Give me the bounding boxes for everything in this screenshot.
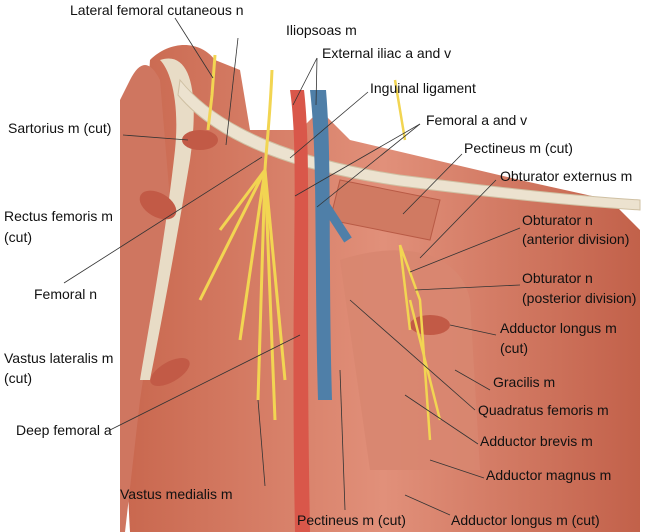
pectineus-cut <box>329 179 441 241</box>
label-sartorius: Sartorius m (cut) <box>8 120 112 136</box>
femoral-artery <box>290 90 310 532</box>
label-pectineus-top: Pectineus m (cut) <box>464 140 573 156</box>
label-obturator-anterior: Obturator n <box>522 212 593 228</box>
label-obturator-posterior-division: (posterior division) <box>522 290 637 306</box>
sartorius-cut <box>182 130 218 150</box>
label-external-iliac: External iliac a and v <box>322 45 452 61</box>
rectus-femoris-cut <box>139 190 177 220</box>
label-inguinal-ligament: Inguinal ligament <box>370 80 476 96</box>
label-rectus-femoris: Rectus femoris m <box>4 208 113 224</box>
label-adductor-longus-bottom: Adductor longus m (cut) <box>451 512 600 528</box>
label-adductor-magnus: Adductor magnus m <box>486 467 612 483</box>
label-gracilis: Gracilis m <box>493 374 556 390</box>
label-vastus-lateralis: Vastus lateralis m <box>4 350 114 366</box>
adductor-longus-cut <box>410 315 450 335</box>
label-iliopsoas: Iliopsoas m <box>286 22 357 38</box>
obturator-nerve <box>393 79 442 441</box>
label-vastus-medialis: Vastus medialis m <box>120 486 233 502</box>
outer-thigh-left <box>120 65 170 532</box>
label-lateral-femoral-cutaneous: Lateral femoral cutaneous n <box>70 2 244 18</box>
leader-lines <box>63 17 521 516</box>
label-quadratus-femoris: Quadratus femoris m <box>478 402 609 418</box>
vastus-lateralis-cut <box>150 358 190 386</box>
label-adductor-longus-cut: (cut) <box>500 340 528 356</box>
label-adductor-longus: Adductor longus m <box>500 320 617 336</box>
label-adductor-brevis: Adductor brevis m <box>480 433 593 449</box>
vein-branch <box>318 197 352 243</box>
label-obturator-posterior: Obturator n <box>522 270 593 286</box>
label-rectus-femoris-cut: (cut) <box>4 229 32 245</box>
label-vastus-lateralis-cut: (cut) <box>4 370 32 386</box>
label-femoral-av: Femoral a and v <box>426 112 528 128</box>
label-obturator-externus: Obturator externus m <box>500 168 633 184</box>
label-obturator-anterior-division: (anterior division) <box>522 231 630 247</box>
label-pectineus-bottom: Pectineus m (cut) <box>297 512 406 528</box>
label-deep-femoral: Deep femoral a <box>16 422 112 438</box>
label-femoral-nerve: Femoral n <box>34 286 98 302</box>
femoral-nerve <box>198 69 287 421</box>
adductor-region <box>340 250 480 470</box>
femoral-vein <box>310 90 332 400</box>
lateral-femoral-cutaneous-nerve <box>206 54 217 131</box>
